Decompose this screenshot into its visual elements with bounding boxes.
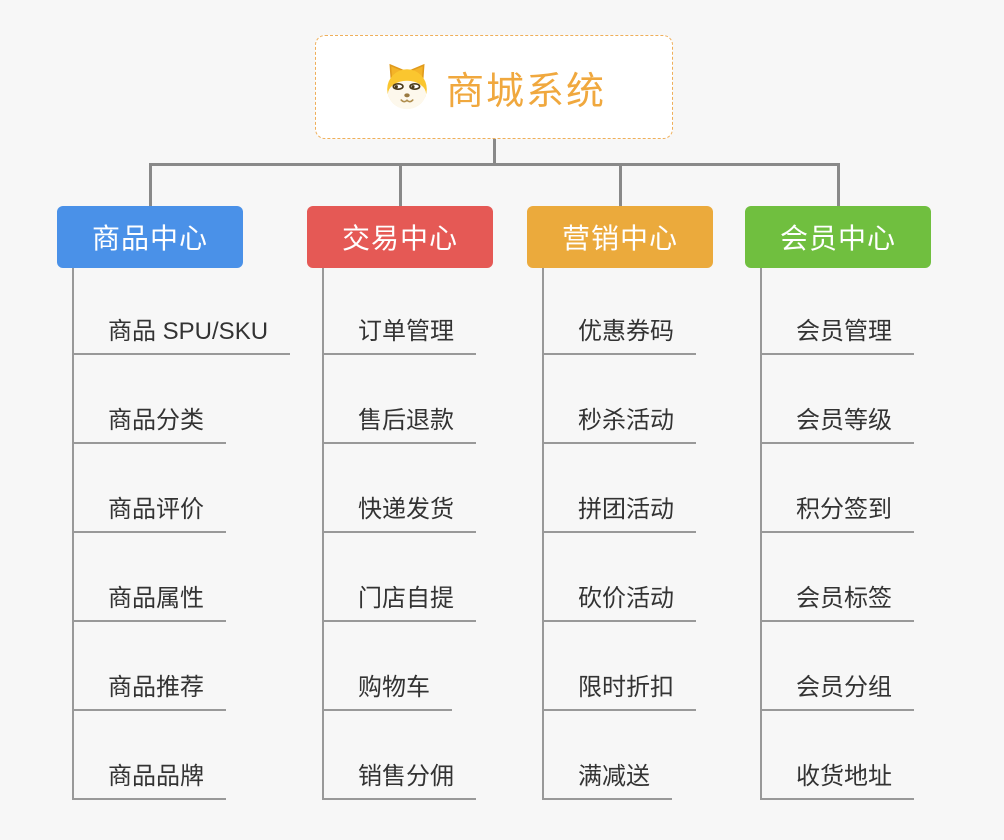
list-item: 门店自提 [322,533,493,622]
root-title: 商城系统 [445,70,606,113]
leaf-list-trade-center: 订单管理 售后退款 快递发货 门店自提 购物车 销售分佣 [322,268,493,800]
leaf-list-product-center: 商品 SPU/SKU 商品分类 商品评价 商品属性 商品推荐 商品品牌 [72,268,291,800]
list-item: 会员标签 [760,533,931,622]
list-item: 拼团活动 [542,444,713,533]
list-item: 会员管理 [760,268,931,355]
branch-trade-center: 交易中心 订单管理 售后退款 快递发货 门店自提 购物车 销售分佣 [307,206,493,800]
connector-root-stem [493,139,496,163]
connector-drop-trade [399,163,402,206]
leaf-node[interactable]: 购物车 [324,667,452,711]
list-item: 砍价活动 [542,533,713,622]
connector-drop-marketing [619,163,622,206]
connector-drop-product [149,163,152,206]
list-item: 购物车 [322,622,493,711]
leaf-node[interactable]: 订单管理 [324,311,476,355]
leaf-node[interactable]: 商品品牌 [74,756,226,800]
leaf-node[interactable]: 限时折扣 [544,667,696,711]
leaf-node[interactable]: 秒杀活动 [544,400,696,444]
leaf-node[interactable]: 商品分类 [74,400,226,444]
leaf-node[interactable]: 收货地址 [762,756,914,800]
leaf-list-marketing-center: 优惠券码 秒杀活动 拼团活动 砍价活动 限时折扣 满减送 [542,268,713,800]
list-item: 订单管理 [322,268,493,355]
list-item: 积分签到 [760,444,931,533]
list-item: 满减送 [542,711,713,800]
leaf-node[interactable]: 商品推荐 [74,667,226,711]
list-item: 商品品牌 [72,711,243,800]
branch-box-product-center[interactable]: 商品中心 [57,206,243,268]
leaf-node[interactable]: 售后退款 [324,400,476,444]
branch-member-center: 会员中心 会员管理 会员等级 积分签到 会员标签 会员分组 收货地址 [745,206,931,800]
branch-marketing-center: 营销中心 优惠券码 秒杀活动 拼团活动 砍价活动 限时折扣 满减送 [527,206,713,800]
leaf-node[interactable]: 优惠券码 [544,311,696,355]
list-item: 会员等级 [760,355,931,444]
list-item: 销售分佣 [322,711,493,800]
leaf-node[interactable]: 拼团活动 [544,489,696,533]
leaf-node[interactable]: 砍价活动 [544,578,696,622]
leaf-node[interactable]: 快递发货 [324,489,476,533]
leaf-node[interactable]: 商品属性 [74,578,226,622]
list-item: 会员分组 [760,622,931,711]
leaf-node[interactable]: 满减送 [544,756,672,800]
connector-drop-member [837,163,840,206]
leaf-node[interactable]: 商品 SPU/SKU [74,311,291,355]
leaf-node[interactable]: 销售分佣 [324,756,476,800]
list-item: 快递发货 [322,444,493,533]
list-item: 售后退款 [322,355,493,444]
branch-box-marketing-center[interactable]: 营销中心 [527,206,713,268]
shiba-dog-icon [387,63,427,110]
leaf-node[interactable]: 商品评价 [74,489,226,533]
list-item: 商品分类 [72,355,243,444]
leaf-list-member-center: 会员管理 会员等级 积分签到 会员标签 会员分组 收货地址 [760,268,931,800]
leaf-node[interactable]: 会员等级 [762,400,914,444]
list-item: 商品 SPU/SKU [72,268,291,355]
list-item: 限时折扣 [542,622,713,711]
list-item: 收货地址 [760,711,931,800]
list-item: 优惠券码 [542,268,713,355]
leaf-node[interactable]: 会员管理 [762,311,914,355]
leaf-node[interactable]: 会员分组 [762,667,914,711]
branch-product-center: 商品中心 商品 SPU/SKU 商品分类 商品评价 商品属性 商品推荐 商品品牌 [57,206,291,800]
list-item: 商品推荐 [72,622,243,711]
branch-box-trade-center[interactable]: 交易中心 [307,206,493,268]
list-item: 商品评价 [72,444,243,533]
branch-box-member-center[interactable]: 会员中心 [745,206,931,268]
list-item: 秒杀活动 [542,355,713,444]
list-item: 商品属性 [72,533,243,622]
leaf-node[interactable]: 积分签到 [762,489,914,533]
root-node[interactable]: 商城系统 [315,35,673,139]
leaf-node[interactable]: 门店自提 [324,578,476,622]
connector-horizontal-bar [149,163,840,166]
leaf-node[interactable]: 会员标签 [762,578,914,622]
